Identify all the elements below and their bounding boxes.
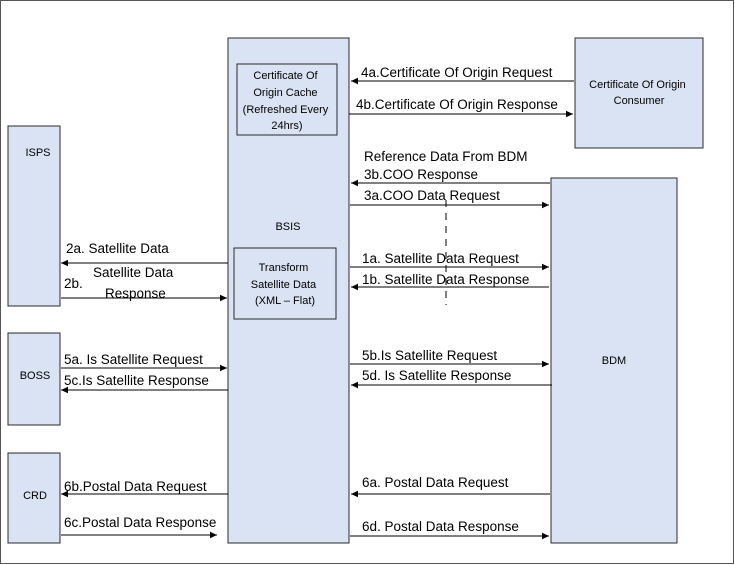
msg-5a: 5a. Is Satellite Request [64,352,203,367]
isps-label: ISPS [25,147,50,159]
coo-cache-box [236,63,338,136]
transform-box [233,247,337,320]
msg-2a: 2a. Satellite Data [66,241,169,256]
msg-3b: 3b.COO Response [364,167,478,182]
boss-label: BOSS [20,370,51,382]
msg-4a: 4a.Certificate Of Origin Request [361,65,553,80]
coo-consumer-box [574,37,704,149]
reference-note: Reference Data From BDM [364,149,528,164]
msg-5c: 5c.Is Satellite Response [64,373,209,388]
bdm-label: BDM [602,355,626,367]
msg-2b-line1: Satellite Data [93,265,174,280]
msg-6c: 6c.Postal Data Response [64,515,216,530]
crd-box [7,452,61,544]
msg-4b: 4b.Certificate Of Origin Response [356,97,558,112]
msg-6d: 6d. Postal Data Response [362,519,519,534]
crd-label: CRD [23,490,47,502]
msg-1b: 1b. Satellite Data Response [362,272,529,287]
msg-5d: 5d. Is Satellite Response [362,368,511,383]
coo-cache-label: Certificate Of Origin Cache (Refreshed E… [243,70,332,132]
coo-consumer-label: Certificate Of Origin Consumer [589,79,689,107]
transform-label: Transform Satellite Data (XML – Flat) [251,262,320,307]
msg-5b: 5b.Is Satellite Request [362,348,497,363]
bdm-box [550,177,678,544]
isps-box [7,125,61,307]
msg-3a: 3a.COO Data Request [364,188,500,203]
msg-2b-number: 2b. [64,276,83,291]
msg-6b: 6b.Postal Data Request [64,479,207,494]
bsis-label: BSIS [275,221,300,233]
boss-box [7,332,61,426]
msg-2b-line2: Response [105,286,166,301]
msg-6a: 6a. Postal Data Request [362,475,509,490]
msg-1a: 1a. Satellite Data Request [362,251,519,266]
